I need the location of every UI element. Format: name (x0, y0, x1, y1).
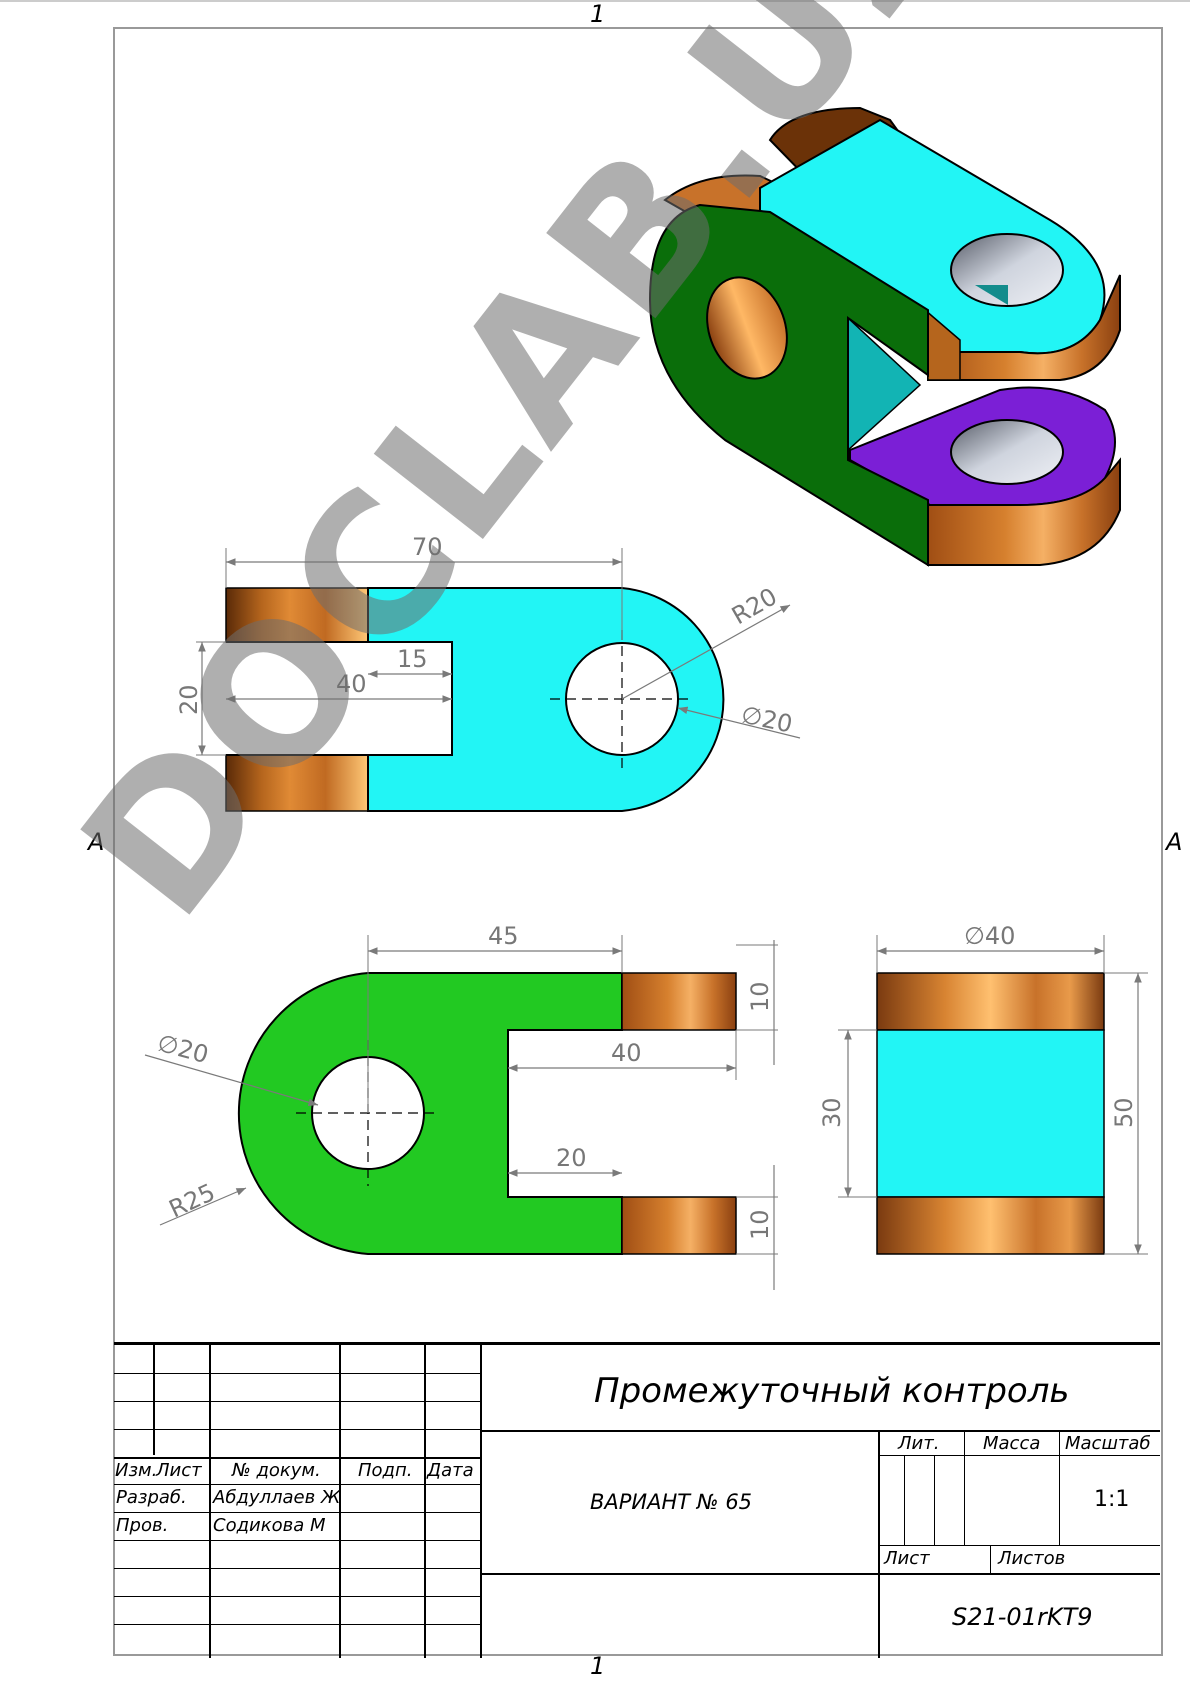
iso-bottom-hole (950, 419, 1064, 485)
dim-leader-r20 (621, 604, 791, 700)
tb-header-izm: Изм. (115, 1460, 158, 1481)
front-flange-upper (621, 972, 737, 1031)
tb-checker-name: Содикова М (213, 1515, 326, 1536)
isometric-view (648, 106, 1121, 567)
sheet-border (113, 27, 1163, 1656)
tb-header-sheet: Лист (884, 1548, 930, 1569)
dim-d20-front: ∅20 (154, 1029, 211, 1069)
dim-leader-d20-front (144, 1054, 319, 1107)
front-view (144, 935, 778, 1290)
tb-header-list: Лист (156, 1460, 202, 1481)
iso-top-plate-side (927, 274, 1121, 381)
tb-checker-label: Пров. (116, 1515, 169, 1536)
dim-leader-r25 (159, 1187, 247, 1226)
dim-50: 50 (1110, 1097, 1138, 1128)
tb-developer-label: Разраб. (116, 1487, 187, 1508)
zone-label-right: A (1166, 828, 1183, 856)
dim-d20-top: ∅20 (739, 700, 795, 738)
dim-20-top: 20 (175, 684, 203, 715)
tb-variant: ВАРИАНТ № 65 (590, 1490, 753, 1514)
dim-leader-d20 (677, 706, 801, 739)
top-view (196, 548, 801, 812)
dim-15: 15 (397, 645, 428, 673)
tb-header-sign: Подп. (358, 1460, 413, 1481)
top-flange-upper (225, 587, 369, 643)
dim-d40: ∅40 (964, 922, 1015, 950)
tb-title: Промежуточный контроль (594, 1371, 1070, 1411)
zone-label-left: A (88, 828, 105, 856)
dim-40-front: 40 (611, 1039, 642, 1067)
tb-scale-value: 1:1 (1094, 1487, 1130, 1512)
side-view (838, 935, 1148, 1255)
iso-front-hole (706, 276, 788, 380)
iso-top-hole (950, 233, 1064, 307)
side-flange-upper (876, 972, 1105, 1031)
iso-top-hole-inner (975, 285, 1008, 305)
dim-10-bottom: 10 (746, 1209, 774, 1240)
tb-header-date: Дата (427, 1460, 474, 1481)
dim-20-front: 20 (556, 1144, 587, 1172)
dim-30: 30 (818, 1097, 846, 1128)
dim-45: 45 (488, 922, 519, 950)
top-flange-lower (225, 754, 369, 812)
side-flange-lower (876, 1196, 1105, 1255)
dim-r25: R25 (165, 1178, 220, 1223)
side-body (876, 1029, 1105, 1198)
zone-label-bottom: 1 (590, 1652, 606, 1680)
tb-header-mass: Масса (983, 1433, 1041, 1454)
zone-label-top: 1 (590, 0, 606, 28)
tb-header-doc: № докум. (232, 1460, 321, 1481)
tb-code: S21-01rKT9 (952, 1603, 1093, 1631)
dim-70: 70 (412, 533, 443, 561)
tb-developer-name: Абдуллаев Ж (213, 1487, 341, 1508)
title-block: Промежуточный контроль ВАРИАНТ № 65 S21-… (114, 1342, 1160, 1658)
tb-header-sheets: Листов (998, 1548, 1066, 1569)
iso-bottom-plate-side (927, 457, 1121, 566)
dim-40-top: 40 (336, 670, 367, 698)
tb-header-scale: Масштаб (1065, 1433, 1151, 1454)
tb-header-lit: Лит. (898, 1433, 940, 1454)
dim-r20: R20 (727, 582, 782, 630)
front-flange-lower (621, 1196, 737, 1255)
dim-10-top: 10 (746, 981, 774, 1012)
